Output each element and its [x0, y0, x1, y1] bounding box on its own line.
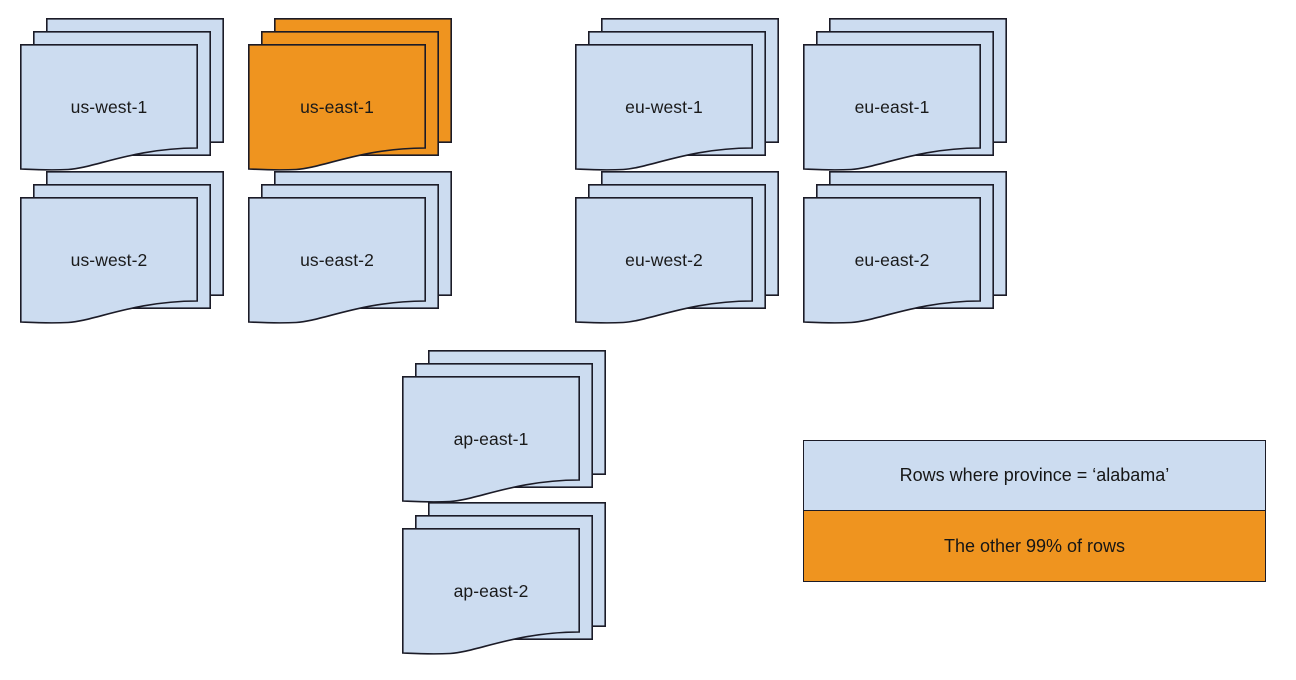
- sheet-front: [20, 44, 198, 171]
- document-stack-shape: [20, 18, 224, 171]
- document-stack-shape: [248, 171, 452, 324]
- document-stack-shape: [575, 171, 779, 324]
- legend-rows-alabama: Rows where province = ‘alabama’: [803, 440, 1266, 511]
- sheet-front: [248, 197, 426, 324]
- document-stack-shape: [803, 171, 1007, 324]
- document-stack-shape: [803, 18, 1007, 171]
- document-stack-eu-east-2[interactable]: eu-east-2: [803, 171, 1033, 331]
- document-stack-us-west-2[interactable]: us-west-2: [20, 171, 250, 331]
- document-stack-us-west-1[interactable]: us-west-1: [20, 18, 250, 178]
- document-stack-shape: [575, 18, 779, 171]
- legend-label: Rows where province = ‘alabama’: [899, 465, 1170, 485]
- legend: Rows where province = ‘alabama’ The other…: [803, 440, 1266, 582]
- sheet-front: [20, 197, 198, 324]
- document-stack-ap-east-1[interactable]: ap-east-1: [402, 350, 632, 510]
- document-stack-eu-west-2[interactable]: eu-west-2: [575, 171, 805, 331]
- document-stack-shape: [402, 502, 606, 655]
- document-stack-shape: [248, 18, 452, 171]
- document-stack-shape: [402, 350, 606, 503]
- sheet-front: [575, 197, 753, 324]
- sheet-front: [803, 197, 981, 324]
- sheet-front: [402, 528, 580, 655]
- document-stack-eu-east-1[interactable]: eu-east-1: [803, 18, 1033, 178]
- legend-other-rows: The other 99% of rows: [803, 511, 1266, 582]
- sheet-front: [575, 44, 753, 171]
- document-stack-shape: [20, 171, 224, 324]
- document-stack-us-east-1[interactable]: us-east-1: [248, 18, 478, 178]
- document-stack-ap-east-2[interactable]: ap-east-2: [402, 502, 632, 662]
- sheet-front: [248, 44, 426, 171]
- document-stack-eu-west-1[interactable]: eu-west-1: [575, 18, 805, 178]
- sheet-front: [402, 376, 580, 503]
- sheet-front: [803, 44, 981, 171]
- legend-label: The other 99% of rows: [943, 535, 1126, 556]
- document-stack-us-east-2[interactable]: us-east-2: [248, 171, 478, 331]
